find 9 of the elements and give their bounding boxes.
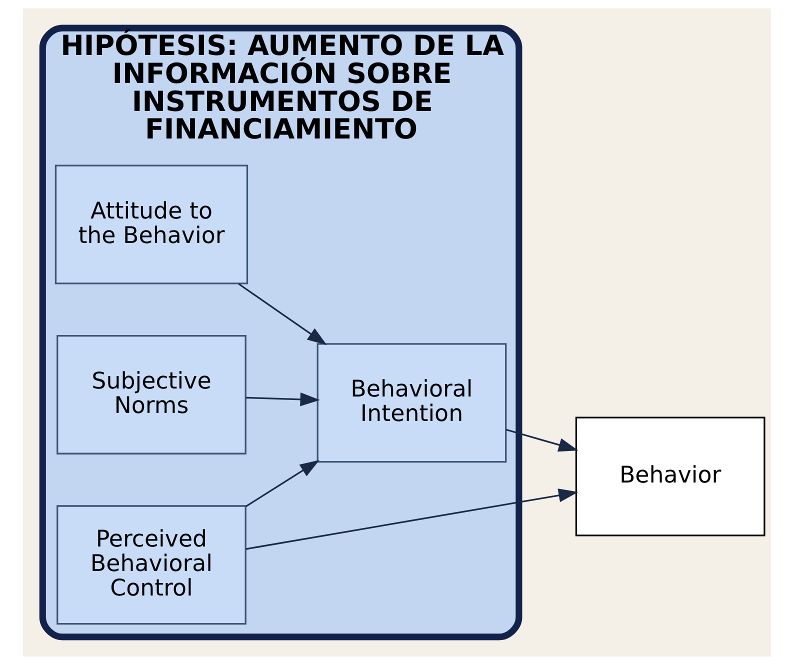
node-box: Behavior bbox=[575, 416, 766, 536]
node-box: Subjective Norms bbox=[56, 334, 246, 454]
node-box: Behavioral Intention bbox=[316, 343, 507, 463]
arrow bbox=[245, 460, 320, 508]
node-box: Attitude to the Behavior bbox=[54, 164, 248, 284]
arrow bbox=[246, 392, 320, 406]
arrow bbox=[246, 488, 578, 550]
node-box: Perceived Behavioral Control bbox=[56, 505, 246, 625]
arrow bbox=[238, 283, 327, 346]
